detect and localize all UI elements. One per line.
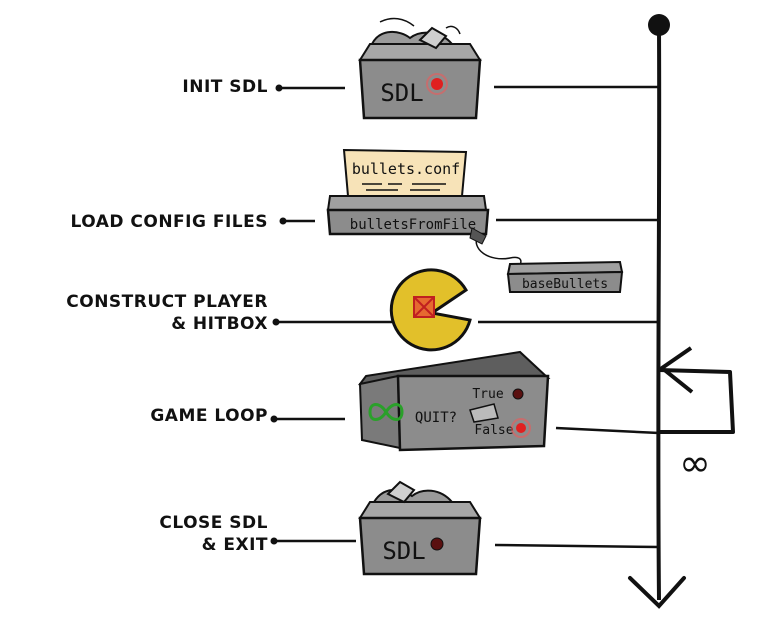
timeline <box>628 14 686 609</box>
timeline-arrowhead <box>628 576 686 609</box>
sdl-init-led <box>431 78 443 90</box>
step-label-close-line1: CLOSE SDL <box>159 513 268 533</box>
sdl-device-init: SDL <box>358 17 482 120</box>
step-label-construct-line1: CONSTRUCT PLAYER <box>66 292 268 312</box>
connector-dots <box>270 84 287 545</box>
step-label-load-config: LOAD CONFIG FILES <box>70 212 268 232</box>
base-bullets-label: baseBullets <box>522 277 608 292</box>
loop-bracket <box>658 346 735 434</box>
step-label-construct-line2: & HITBOX <box>171 314 268 334</box>
true-led <box>512 388 524 400</box>
step-label-init-sdl: INIT SDL <box>182 77 268 97</box>
config-paper-label: bullets.conf <box>352 160 460 178</box>
false-led <box>516 423 526 433</box>
step-label-close-sdl: CLOSE SDL & EXIT <box>159 512 268 556</box>
loader-box-label: bulletsFromFile <box>350 217 476 233</box>
quit-switch-icon <box>469 403 499 423</box>
sdl-close-label: SDL <box>382 537 425 565</box>
game-loop-device: QUIT? True False <box>357 350 551 452</box>
loop-true-label: True <box>472 387 503 402</box>
step-label-close-line2: & EXIT <box>201 535 268 555</box>
timeline-axis <box>656 29 662 601</box>
sdl-close-plug-icon <box>386 480 416 504</box>
sdl-plug-icon <box>418 26 448 50</box>
base-bullets-box: baseBullets <box>506 260 624 293</box>
quit-question-label: QUIT? <box>415 410 457 426</box>
config-loader: bullets.conf bulletsFromFile <box>326 148 522 273</box>
player-pacman <box>389 268 472 352</box>
step-label-game-loop: GAME LOOP <box>150 406 268 426</box>
loader-box <box>326 208 490 236</box>
loop-false-label: False <box>474 423 513 438</box>
loop-infinity-icon <box>368 403 404 421</box>
sdl-close-led <box>430 537 444 551</box>
step-label-construct-player: CONSTRUCT PLAYER & HITBOX <box>66 291 268 335</box>
timeline-start-dot <box>648 14 670 36</box>
infinity-symbol: ∞ <box>679 441 711 485</box>
sdl-device-close: SDL <box>358 480 482 576</box>
connectors <box>273 85 660 549</box>
sdl-init-label: SDL <box>380 79 423 107</box>
